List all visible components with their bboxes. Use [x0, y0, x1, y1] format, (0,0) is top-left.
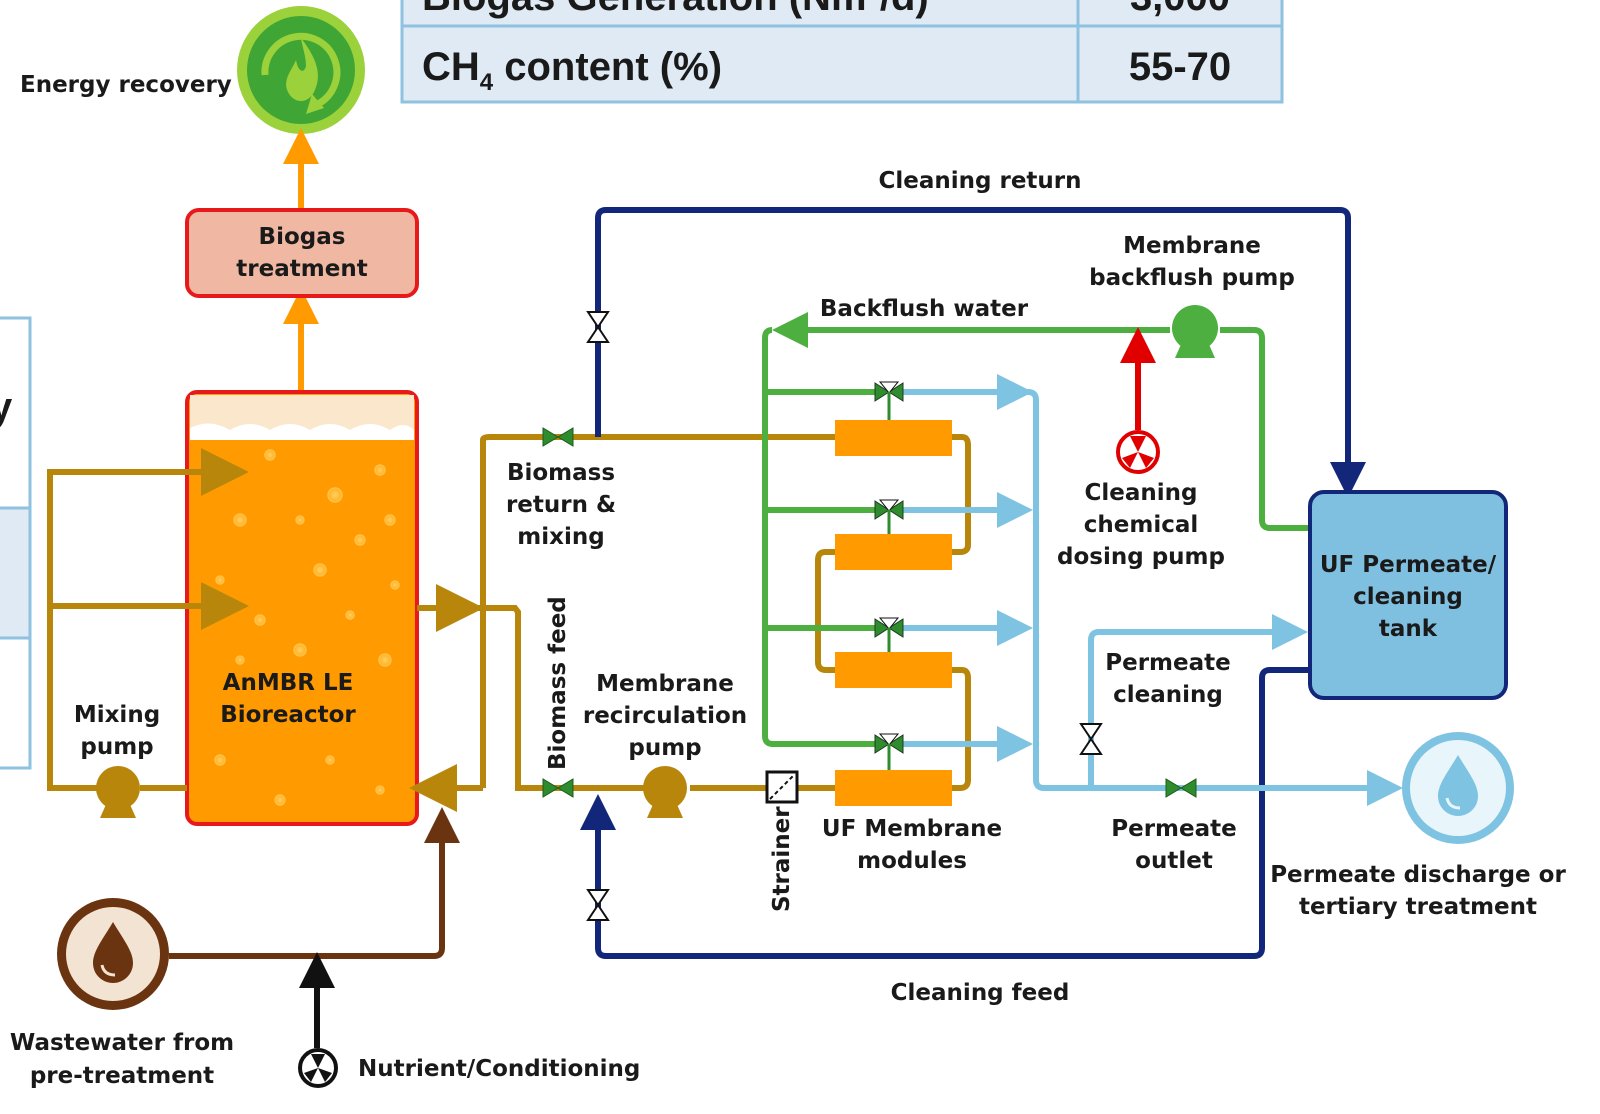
biomass-feed-valve-icon [542, 778, 574, 798]
left-partial-table: y [0, 316, 32, 770]
left-table-char: y [0, 385, 13, 429]
backflush-pump-label-2: backflush pump [1089, 265, 1295, 291]
uf-tank-label-1: UF Permeate/ [1320, 552, 1497, 578]
dosing-pump-label-2: chemical [1084, 512, 1199, 538]
mixing-loop [47, 448, 249, 791]
energy-recovery-icon [237, 6, 365, 134]
biomass-piping [409, 434, 971, 812]
permeate-discharge-label-2: tertiary treatment [1299, 894, 1537, 920]
permeate-outlet-label-1: Permeate [1111, 816, 1236, 842]
dosing-pump-label-3: dosing pump [1057, 544, 1225, 570]
uf-permeate-tank: UF Permeate/ cleaning tank [1308, 490, 1508, 700]
mixing-pump-icon [96, 766, 140, 818]
membrane-recirculation-pump-icon [643, 766, 687, 818]
permeate-cleaning-label-2: cleaning [1113, 682, 1223, 708]
uf-modules-label-2: modules [857, 848, 967, 874]
cleaning-return-valve-icon [586, 311, 610, 343]
backflush-loop [762, 312, 1310, 747]
bioreactor-label-1: AnMBR LE [223, 670, 354, 696]
cleaning-return-label: Cleaning return [878, 168, 1081, 194]
biomass-return-label-1: Biomass [507, 460, 615, 486]
uf-membrane-modules [835, 420, 952, 806]
membrane-recirc-label-2: recirculation [583, 703, 747, 729]
permeate-cleaning-label-1: Permeate [1105, 650, 1230, 676]
biogas-treatment-label-2: treatment [236, 256, 367, 282]
mixing-pump-label-2: pump [80, 734, 153, 760]
bioreactor-label-2: Bioreactor [220, 702, 356, 728]
nutrient-label: Nutrient/Conditioning [358, 1056, 640, 1082]
module-valves [874, 381, 904, 770]
wastewater-icon [57, 898, 169, 1010]
biomass-feed-label: Biomass feed [545, 596, 571, 770]
biomass-return-label-3: mixing [517, 524, 604, 550]
cleaning-feed-valve-icon [586, 889, 610, 921]
backflush-pump-label-1: Membrane [1123, 233, 1261, 259]
permeate-outlet-label-2: outlet [1135, 848, 1213, 874]
permeate-discharge-label-1: Permeate discharge or [1270, 862, 1566, 888]
chemical-dosing-pump-icon [1116, 430, 1160, 474]
wastewater-label-2: pre-treatment [30, 1063, 214, 1089]
energy-recovery-label: Energy recovery [20, 72, 232, 98]
table-row-2-value: 55-70 [1129, 45, 1231, 89]
permeate-discharge-icon [1402, 732, 1514, 844]
mixing-pump-label-1: Mixing [74, 702, 160, 728]
biomass-return-valve-icon [542, 427, 574, 447]
uf-tank-label-3: tank [1379, 616, 1438, 642]
backflush-pump-icon [1172, 305, 1218, 358]
biogas-treatment-label-1: Biogas [259, 224, 346, 250]
strainer-icon [765, 770, 799, 804]
biomass-return-label-2: return & [506, 492, 616, 518]
cleaning-feed-label: Cleaning feed [891, 980, 1070, 1006]
table-row-1-label: Biogas Generation (Nm³/d) [422, 0, 929, 19]
membrane-recirc-label-1: Membrane [596, 671, 734, 697]
biogas-treatment-box: Biogas treatment [185, 208, 419, 298]
data-table: Biogas Generation (Nm³/d) 3,000 CH4 cont… [400, 0, 1284, 104]
anmbr-bioreactor: AnMBR LE Bioreactor [185, 390, 419, 826]
permeate-piping [895, 374, 1403, 806]
permeate-outlet-valve-icon [1165, 778, 1197, 798]
nutrient-pump-icon [298, 1048, 338, 1088]
strainer-label: Strainer [769, 806, 795, 912]
permeate-cleaning-valve-icon [1079, 723, 1103, 755]
table-row-1-value: 3,000 [1130, 0, 1230, 19]
wastewater-feed-line [169, 807, 460, 959]
uf-modules-label-1: UF Membrane [822, 816, 1002, 842]
dosing-pump-label-1: Cleaning [1085, 480, 1198, 506]
membrane-recirc-label-3: pump [628, 735, 701, 761]
cleaning-loop [580, 207, 1366, 959]
backflush-water-label: Backflush water [820, 296, 1029, 322]
table-row-2-label: CH4 content (%) [422, 45, 722, 96]
wastewater-label-1: Wastewater from [10, 1030, 234, 1056]
uf-tank-label-2: cleaning [1353, 584, 1463, 610]
